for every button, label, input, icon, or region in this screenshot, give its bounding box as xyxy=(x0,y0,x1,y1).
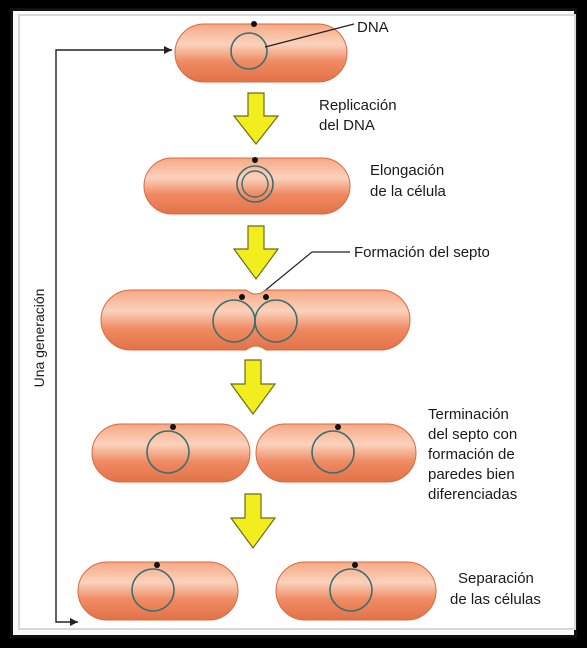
yellow-arrow-1 xyxy=(234,93,278,144)
dna-attachment-dot-left xyxy=(239,294,245,300)
termination-label-line4: paredes bien xyxy=(428,466,515,483)
yellow-arrow-4 xyxy=(231,494,275,548)
cell-stage-5-left xyxy=(78,562,238,620)
separation-label-line1: Separación xyxy=(458,570,534,587)
cell-stage-2 xyxy=(144,157,350,214)
termination-label-line5: diferenciadas xyxy=(428,486,517,503)
replication-label-line2: del DNA xyxy=(319,117,375,134)
dna-attachment-dot xyxy=(170,424,176,430)
dna-attachment-dot xyxy=(352,562,358,568)
dna-label: DNA xyxy=(357,19,389,36)
generation-label: Una generación xyxy=(31,289,47,388)
termination-label-line1: Terminación xyxy=(428,406,509,423)
dna-attachment-dot xyxy=(335,424,341,430)
cell-stage-4-right xyxy=(256,424,416,482)
separation-label-line2: de las células xyxy=(450,591,541,608)
replication-label-line1: Replicación xyxy=(319,97,397,114)
termination-label-line2: del septo con xyxy=(428,426,517,443)
dna-attachment-dot xyxy=(252,157,258,163)
cell-stage-4-left xyxy=(92,424,250,482)
cell-stage-3 xyxy=(101,290,410,350)
cell-stage-1 xyxy=(175,21,347,82)
yellow-arrow-2 xyxy=(234,226,278,279)
cell-stage-5-right xyxy=(276,562,436,620)
dna-attachment-dot xyxy=(154,562,160,568)
elongation-label-line1: Elongación xyxy=(370,162,444,179)
yellow-arrow-3 xyxy=(231,360,275,414)
dna-attachment-dot-right xyxy=(263,294,269,300)
dna-attachment-dot xyxy=(251,21,257,27)
termination-label-line3: formación de xyxy=(428,446,515,463)
septum-label: Formación del septo xyxy=(354,244,490,261)
elongation-label-line2: de la célula xyxy=(370,183,447,200)
